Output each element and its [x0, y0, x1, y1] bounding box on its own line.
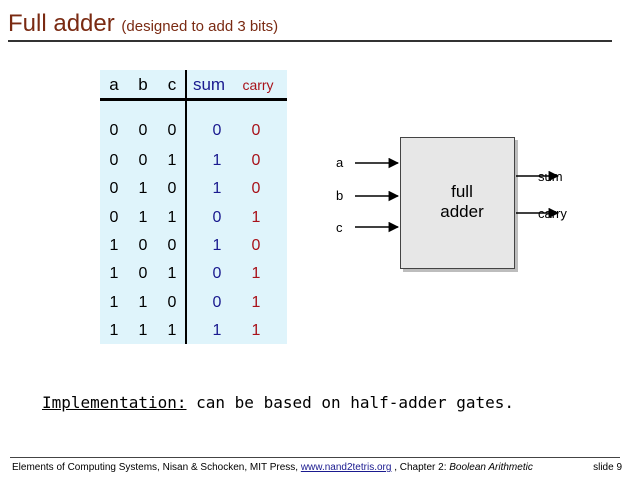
slide-title: Full adder (designed to add 3 bits): [8, 10, 278, 38]
footer-chapter-text: , Chapter 2:: [394, 462, 447, 473]
row-1-c: 0: [167, 122, 177, 139]
row-6-a: 1: [109, 265, 119, 282]
truth-table-header-rule: [100, 98, 287, 101]
row-6-c: 1: [167, 265, 177, 282]
slide-subtitle: (designed to add 3 bits): [121, 18, 279, 35]
row-7-b: 1: [138, 294, 148, 311]
implementation-text: can be based on half-adder gates.: [196, 393, 515, 412]
row-8-carry: 1: [251, 322, 261, 339]
nand2tetris-link[interactable]: www.nand2tetris.org: [300, 462, 392, 473]
truth-table-separator: [185, 70, 187, 344]
footer-chapter-name: Boolean Arithmetic: [449, 462, 533, 473]
footer-credits: Elements of Computing Systems, Nisan & S…: [12, 462, 533, 473]
row-7-c: 0: [167, 294, 177, 311]
row-5-carry: 0: [251, 237, 261, 254]
truth-table: [100, 70, 287, 344]
row-7-a: 1: [109, 294, 119, 311]
row-4-sum: 0: [212, 209, 222, 226]
full-adder-block: [400, 137, 515, 269]
footer-divider: [10, 457, 620, 458]
full-adder-label-line-2: adder: [440, 202, 484, 221]
row-1-b: 0: [138, 122, 148, 139]
row-8-a: 1: [109, 322, 119, 339]
row-3-a: 0: [109, 180, 119, 197]
implementation-note: Implementation: can be based on half-add…: [42, 393, 514, 412]
header-b: b: [138, 75, 148, 94]
slide-title-main: Full adder: [8, 10, 115, 37]
row-5-c: 0: [167, 237, 177, 254]
output-sum-label: sum: [538, 169, 563, 184]
row-4-a: 0: [109, 209, 119, 226]
input-a-label: a: [336, 155, 344, 170]
row-1-a: 0: [109, 122, 119, 139]
row-2-b: 0: [138, 152, 148, 169]
footer-credit-text: Elements of Computing Systems, Nisan & S…: [12, 462, 299, 473]
header-c: c: [167, 75, 177, 94]
row-2-carry: 0: [251, 152, 261, 169]
row-4-carry: 1: [251, 209, 261, 226]
header-a: a: [109, 75, 119, 94]
slide-number: slide 9: [593, 462, 622, 473]
row-5-a: 1: [109, 237, 119, 254]
header-carry: carry: [242, 77, 274, 93]
full-adder-label-line-1: full: [451, 182, 473, 201]
title-divider: [8, 40, 612, 42]
row-3-carry: 0: [251, 180, 261, 197]
row-7-sum: 0: [212, 294, 222, 311]
row-1-sum: 0: [212, 122, 222, 139]
input-c-label: c: [336, 220, 343, 235]
row-5-sum: 1: [212, 237, 222, 254]
header-sum: sum: [192, 75, 226, 94]
row-4-c: 1: [167, 209, 177, 226]
row-6-sum: 0: [212, 265, 222, 282]
implementation-label: Implementation:: [42, 393, 187, 412]
row-7-carry: 1: [251, 294, 261, 311]
input-b-label: b: [336, 188, 344, 203]
row-2-a: 0: [109, 152, 119, 169]
row-2-sum: 1: [212, 152, 222, 169]
row-4-b: 1: [138, 209, 148, 226]
row-1-carry: 0: [251, 122, 261, 139]
row-5-b: 0: [138, 237, 148, 254]
row-3-sum: 1: [212, 180, 222, 197]
row-6-b: 0: [138, 265, 148, 282]
output-carry-label: carry: [538, 206, 567, 221]
row-8-b: 1: [138, 322, 148, 339]
row-8-sum: 1: [212, 322, 222, 339]
row-6-carry: 1: [251, 265, 261, 282]
row-2-c: 1: [167, 152, 177, 169]
row-3-b: 1: [138, 180, 148, 197]
row-8-c: 1: [167, 322, 177, 339]
row-3-c: 0: [167, 180, 177, 197]
